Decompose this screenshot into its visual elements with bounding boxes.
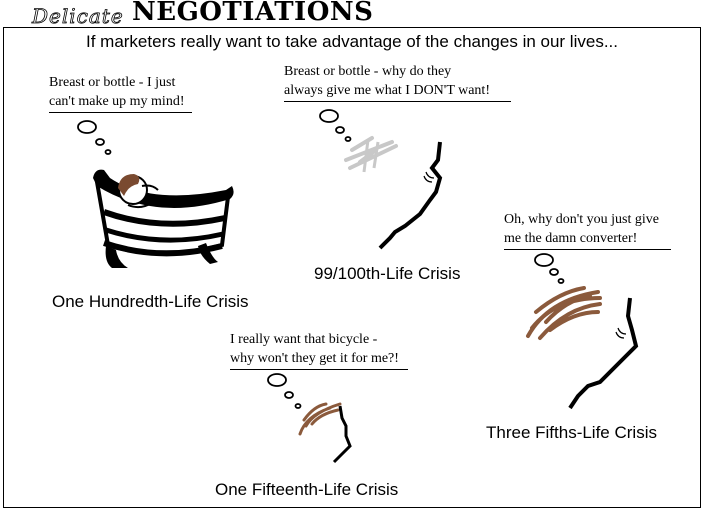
caption-three-fifths: Three Fifths-Life Crisis	[486, 423, 657, 442]
speech-bubble-1: Breast or bottle - I just can't make up …	[49, 73, 192, 113]
face-profile-grey-hair-icon	[344, 136, 443, 250]
intro-caption: If marketers really want to take advanta…	[85, 32, 618, 51]
bubble-3-line-2: why won't they get it for me?!	[230, 351, 399, 366]
title-bold-text: NEGOTIATIONS	[132, 0, 374, 27]
face-profile-brown-hair-icon	[298, 402, 352, 464]
baby-in-crib-icon	[93, 169, 234, 268]
bubble-2-line-2: always give me what I DON'T want!	[284, 83, 490, 98]
bubble-1-line-1: Breast or bottle - I just	[49, 75, 176, 90]
comic-frame	[3, 27, 701, 508]
bubble-2-line-1: Breast or bottle - why do they	[284, 64, 452, 79]
bubble-4-line-2: me the damn converter!	[504, 231, 638, 246]
caption-one-fifteenth: One Fifteenth-Life Crisis	[215, 480, 399, 499]
bubble-3-line-1: I really want that bicycle -	[230, 332, 378, 347]
thought-bubble-4-icon	[534, 253, 565, 284]
bubble-1-line-2: can't make up my mind!	[49, 94, 185, 109]
face-profile-brown-hair-large-icon	[526, 286, 639, 410]
speech-bubble-4: Oh, why don't you just give me the damn …	[504, 210, 671, 250]
caption-one-hundredth: One Hundredth-Life Crisis	[52, 292, 249, 311]
speech-bubble-2: Breast or bottle - why do they always gi…	[284, 62, 511, 102]
thought-bubble-2-icon	[319, 109, 352, 142]
thought-bubble-1-icon	[77, 120, 112, 155]
speech-bubble-3: I really want that bicycle - why won't t…	[230, 330, 408, 370]
caption-99-100th: 99/100th-Life Crisis	[314, 264, 461, 283]
thought-bubble-3-icon	[267, 373, 302, 409]
bubble-4-line-1: Oh, why don't you just give	[504, 212, 659, 227]
title-script-text: Delicate	[32, 4, 124, 29]
